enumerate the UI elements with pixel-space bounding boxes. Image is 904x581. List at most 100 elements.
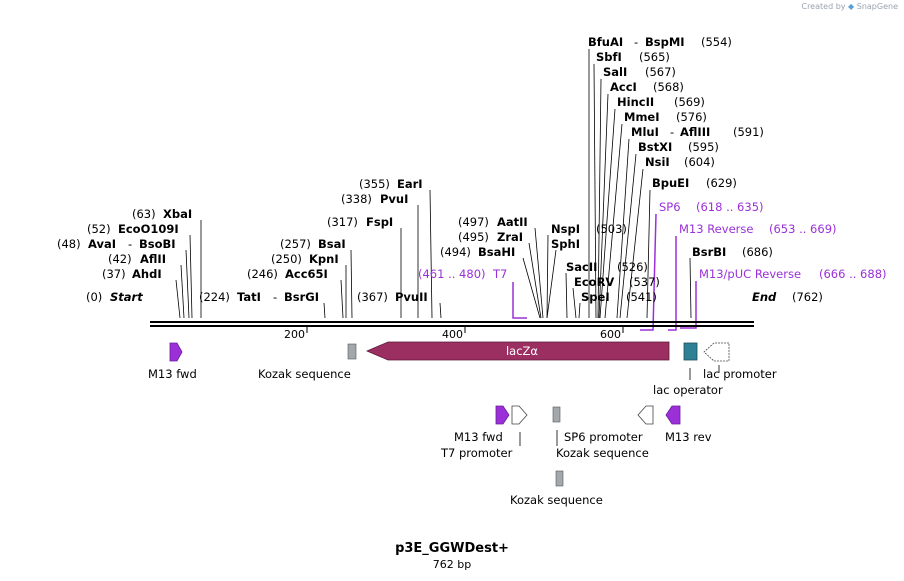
enzyme-afliii: AflIII <box>680 125 710 139</box>
feature-label-m13-rev: M13 rev <box>665 430 712 444</box>
primer-m13-reverse-range: (653 .. 669) <box>769 222 837 236</box>
enzyme-tati-pos: (224) <box>199 290 230 304</box>
enzyme-aflii-pos: (42) <box>108 252 132 266</box>
map-length: 762 bp <box>432 558 472 571</box>
svg-text:-: - <box>670 125 674 139</box>
snapgene-logo-icon: ◆ <box>848 2 855 11</box>
kozak-feature-3 <box>555 470 564 487</box>
enzyme-fspi-pos: (317) <box>327 215 358 229</box>
enzyme-kpni: KpnI <box>309 252 339 266</box>
start-label: Start <box>110 290 143 304</box>
tick-400: 400 <box>442 328 463 341</box>
enzyme-bpuei: BpuEI <box>652 176 689 190</box>
primer-t7-range: (461 .. 480) <box>418 267 486 281</box>
enzyme-sbfi-pos: (565) <box>639 50 670 64</box>
enzyme-ahdi: AhdI <box>132 267 162 281</box>
enzyme-sphi: SphI <box>551 237 580 251</box>
enzyme-connectors <box>175 49 692 319</box>
end-label: End <box>752 290 777 304</box>
lacza-feature <box>365 341 670 361</box>
lac-operator-feature <box>683 342 698 361</box>
primer-t7: T7 <box>492 267 507 281</box>
enzyme-xbai: XbaI <box>163 207 192 221</box>
svg-text:-: - <box>634 35 638 49</box>
credit-prefix: Created by <box>801 2 846 11</box>
enzyme-eari-pos: (355) <box>359 177 390 191</box>
enzyme-zrai-pos: (495) <box>458 230 489 244</box>
enzyme-sacii: SacII <box>566 260 597 274</box>
enzyme-mmei-pos: (576) <box>676 110 707 124</box>
enzyme-nsii: NsiI <box>645 155 670 169</box>
enzyme-bsrgi: BsrGI <box>284 290 319 304</box>
snapgene-credit: Created by ◆ SnapGene <box>801 2 898 11</box>
primer-m13-reverse: M13 Reverse <box>679 222 753 236</box>
enzyme-bfuai-pos: (554) <box>701 35 732 49</box>
enzyme-aatii: AatII <box>497 215 528 229</box>
enzyme-mmei: MmeI <box>624 110 660 124</box>
feature-label-kozak-2: Kozak sequence <box>556 446 649 460</box>
enzyme-eari: EarI <box>397 177 423 191</box>
enzyme-kpni-pos: (250) <box>271 252 302 266</box>
enzyme-bsrbi-pos: (686) <box>742 245 773 259</box>
enzyme-xbai-pos: (63) <box>132 207 156 221</box>
enzyme-ecorv-pos: (537) <box>629 275 660 289</box>
enzyme-pvuii: PvuII <box>395 290 428 304</box>
ruler-ticks <box>306 327 624 333</box>
kozak-feature-2 <box>552 406 561 423</box>
svg-text:-: - <box>128 237 132 251</box>
feature-label-m13-fwd-2: M13 fwd <box>454 430 503 444</box>
enzyme-ecoo109i: EcoO109I <box>118 222 179 236</box>
enzyme-nspi: NspI <box>551 222 580 236</box>
feature-label-kozak-3: Kozak sequence <box>510 493 603 507</box>
primer-sp6: SP6 <box>659 200 681 214</box>
m13-fwd-feature-2 <box>495 405 510 425</box>
enzyme-sbfi: SbfI <box>596 50 622 64</box>
enzyme-avai: AvaI <box>88 237 116 251</box>
enzyme-zrai: ZraI <box>497 230 523 244</box>
enzyme-tati: TatI <box>237 290 261 304</box>
feature-label-m13-fwd-1: M13 fwd <box>148 367 197 381</box>
m13-fwd-feature-1 <box>169 342 183 362</box>
enzyme-spei: SpeI <box>581 290 610 304</box>
enzyme-hincii: HincII <box>617 95 654 109</box>
enzyme-fspi: FspI <box>366 215 393 229</box>
enzyme-pvuii-pos: (367) <box>357 290 388 304</box>
sequence-backbone <box>150 321 754 327</box>
enzyme-bsahi-pos: (494) <box>440 245 471 259</box>
enzyme-aflii: AflII <box>140 252 166 266</box>
enzyme-bstxi: BstXI <box>638 140 672 154</box>
enzyme-ecoo109i-pos: (52) <box>87 222 111 236</box>
enzyme-ecorv: EcoRV <box>574 275 614 289</box>
enzyme-sacii-pos: (526) <box>617 260 648 274</box>
enzyme-nspi-pos: (503) <box>596 222 627 236</box>
enzyme-acci: AccI <box>610 80 637 94</box>
enzyme-pvui-pos: (338) <box>341 192 372 206</box>
primer-markers <box>512 213 697 331</box>
lac-promoter-feature <box>703 342 730 362</box>
enzyme-pvui: PvuI <box>380 192 408 206</box>
enzyme-acci-pos: (568) <box>653 80 684 94</box>
t7-promoter-feature <box>511 405 528 425</box>
enzyme-ahdi-pos: (37) <box>102 267 126 281</box>
enzyme-sali: SalI <box>603 65 627 79</box>
enzyme-acc65i-pos: (246) <box>247 267 278 281</box>
feature-label-lac-promoter: lac promoter <box>703 367 777 381</box>
enzyme-aatii-pos: (497) <box>458 215 489 229</box>
map-title: p3E_GGWDest+ <box>395 541 509 556</box>
sp6-promoter-feature <box>637 405 654 425</box>
feature-label-kozak-1: Kozak sequence <box>258 367 351 381</box>
feature-label-sp6-promoter: SP6 promoter <box>564 430 643 444</box>
end-pos: (762) <box>792 290 823 304</box>
m13-rev-feature <box>665 405 681 425</box>
enzyme-mlui: MluI <box>631 125 659 139</box>
enzyme-bsobi: BsoBI <box>139 237 176 251</box>
enzyme-avai-pos: (48) <box>57 237 81 251</box>
primer-sp6-range: (618 .. 635) <box>696 200 764 214</box>
enzyme-bstxi-pos: (595) <box>688 140 719 154</box>
primer-m13-puc-reverse: M13/pUC Reverse <box>699 267 801 281</box>
feature-label-t7-promoter: T7 promoter <box>440 446 513 460</box>
enzyme-sali-pos: (567) <box>645 65 676 79</box>
enzyme-acc65i: Acc65I <box>285 267 328 281</box>
enzyme-mlui-pos: (591) <box>733 125 764 139</box>
